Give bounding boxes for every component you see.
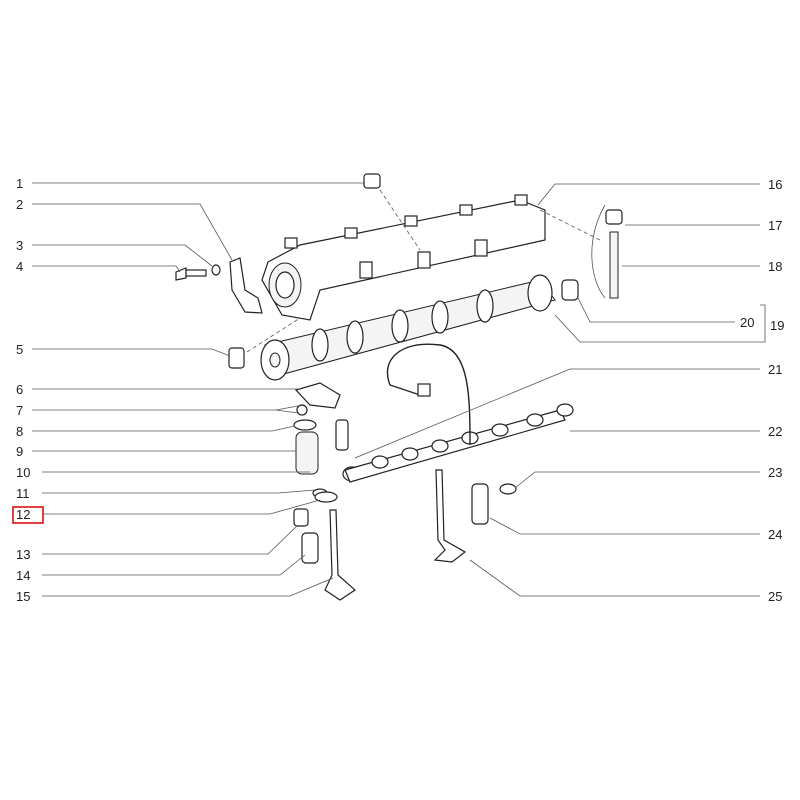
callout-23: 23 — [768, 465, 782, 480]
leader-lines — [32, 182, 766, 597]
small-parts — [175, 173, 623, 601]
callout-3: 3 — [16, 238, 23, 253]
callout-21: 21 — [768, 362, 782, 377]
callout-15: 15 — [16, 589, 30, 604]
callout-19: 19 — [770, 318, 784, 333]
callout-18: 18 — [768, 259, 782, 274]
callout-5: 5 — [16, 342, 23, 357]
callout-14: 14 — [16, 568, 30, 583]
callout-4: 4 — [16, 259, 23, 274]
callout-13: 13 — [16, 547, 30, 562]
camshaft-housing — [261, 194, 546, 321]
callout-11: 11 — [16, 486, 30, 501]
callout-20: 20 — [740, 315, 754, 330]
callout-1: 1 — [16, 176, 23, 191]
callout-8: 8 — [16, 424, 23, 439]
callout-2: 2 — [16, 197, 23, 212]
left-callouts: 1 2 3 4 5 6 7 8 9 10 11 12 13 14 15 — [12, 176, 44, 604]
callout-17: 17 — [768, 218, 782, 233]
callout-24: 24 — [768, 527, 782, 542]
callout-10: 10 — [16, 465, 30, 480]
callout-25: 25 — [768, 589, 782, 604]
callout-6: 6 — [16, 382, 23, 397]
highlight-box — [12, 506, 44, 524]
callout-12[interactable]: 12 — [16, 507, 30, 522]
callout-16: 16 — [768, 177, 782, 192]
callout-22: 22 — [768, 424, 782, 439]
callout-7: 7 — [16, 403, 23, 418]
callout-9: 9 — [16, 444, 23, 459]
right-callouts: 16 17 18 19 20 21 22 23 24 25 — [740, 177, 784, 604]
camshaft — [260, 274, 556, 381]
